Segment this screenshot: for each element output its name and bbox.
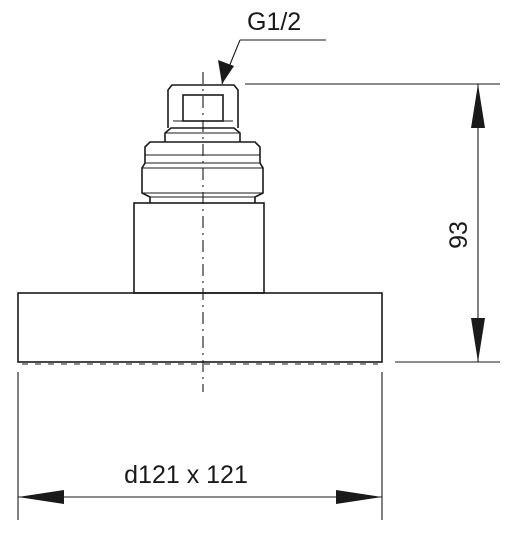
height-arrow-top <box>471 84 485 128</box>
shower-head-body <box>17 292 383 365</box>
height-label: 93 <box>445 221 473 249</box>
height-dimension <box>245 83 500 363</box>
diameter-label: d121 x 121 <box>124 461 248 489</box>
diameter-arrow-left <box>18 490 64 504</box>
stem <box>133 202 265 294</box>
height-arrow-bottom <box>471 318 485 362</box>
diameter-arrow-right <box>336 490 382 504</box>
nut-section <box>141 127 264 203</box>
thread-size-label: G1/2 <box>247 8 301 36</box>
diameter-dimension <box>17 372 383 520</box>
thread-leader <box>218 39 326 85</box>
